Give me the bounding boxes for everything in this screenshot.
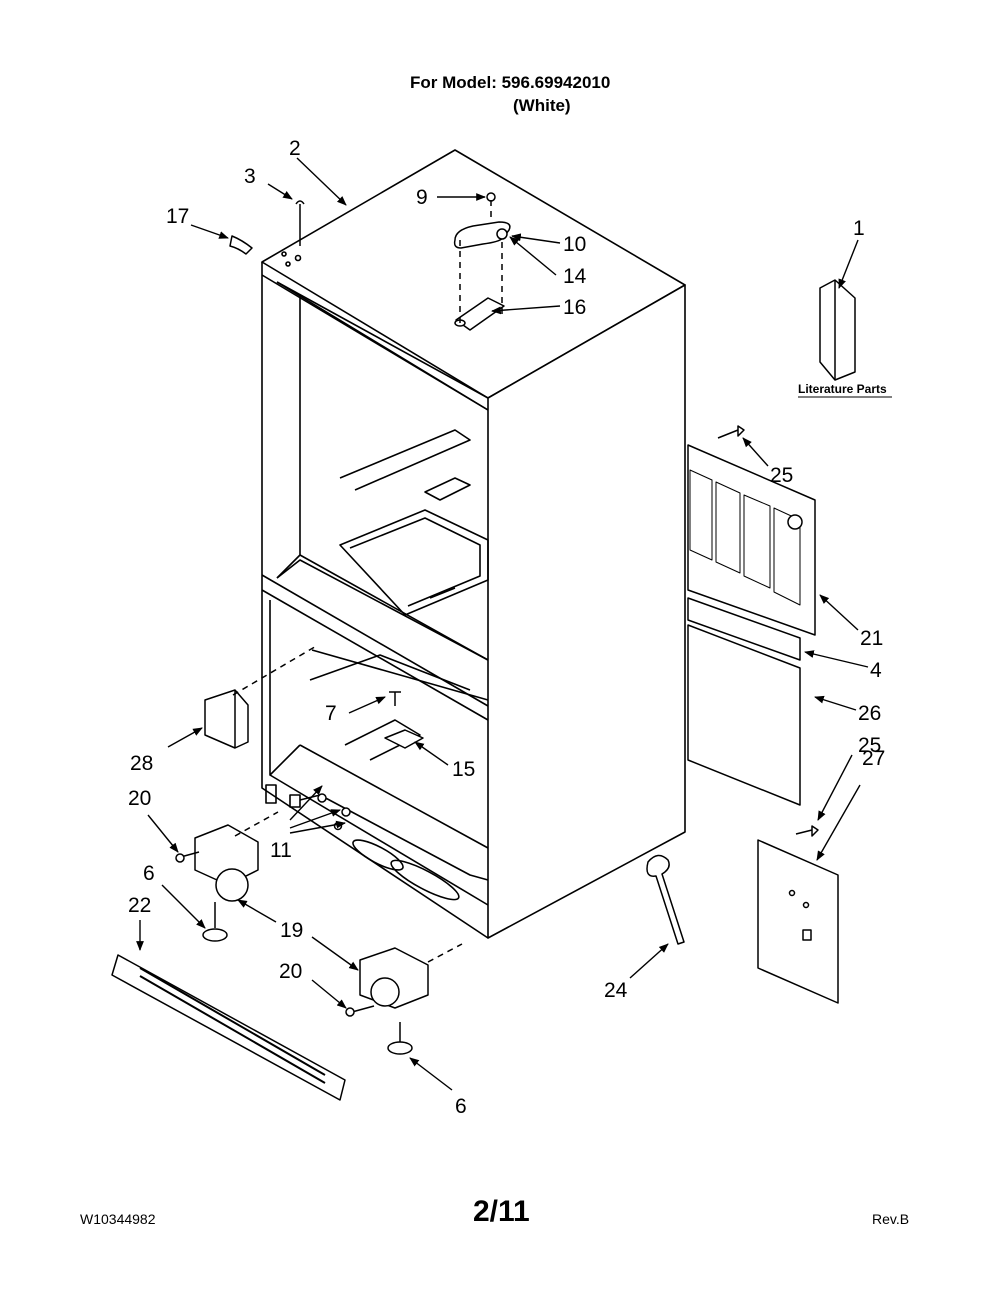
callout-15: 15 [452,758,475,781]
callout-28: 28 [130,752,153,775]
callout-19: 19 [280,919,303,942]
callout-6-right: 6 [455,1095,467,1118]
callout-22: 22 [128,894,151,917]
cabinet [261,149,686,939]
callout-14: 14 [563,265,587,288]
callout-26: 26 [858,702,881,725]
literature-parts-label: Literature Parts [798,382,887,396]
callout-7: 7 [325,702,337,725]
callout-3: 3 [244,165,256,188]
roller-assembly-left [194,824,259,886]
callouts: 1 2 3 17 9 10 14 16 25 21 4 26 25 27 7 1… [128,137,892,1118]
callout-6-left: 6 [143,862,155,885]
callout-25-lower: 25 [858,734,881,757]
callout-9: 9 [416,186,428,209]
wrench-tool [646,854,685,945]
callout-10: 10 [563,233,586,256]
model-title: For Model: 596.69942010 [410,73,611,92]
grille-slots [689,469,801,606]
callout-20-right: 20 [279,960,302,983]
callout-21: 21 [860,627,883,650]
control-module [204,689,249,749]
callout-1: 1 [853,217,865,240]
document-number: W10344982 [80,1211,156,1227]
callout-20-left: 20 [128,787,151,810]
parts [111,192,856,1101]
callout-17: 17 [166,205,189,228]
model-color: (White) [513,96,571,115]
callout-24: 24 [604,979,628,1002]
callout-4: 4 [870,659,882,682]
access-cover [757,839,839,1004]
literature-booklet [819,279,856,381]
leader-lines [136,157,869,1091]
callout-16: 16 [563,296,586,319]
callout-11: 11 [270,839,292,862]
callout-27: 27 [862,747,885,770]
callout-25-upper: 25 [770,464,793,487]
revision-label: Rev.B [872,1211,910,1227]
callout-2: 2 [289,137,301,160]
page-number: 2/11 [473,1195,530,1228]
